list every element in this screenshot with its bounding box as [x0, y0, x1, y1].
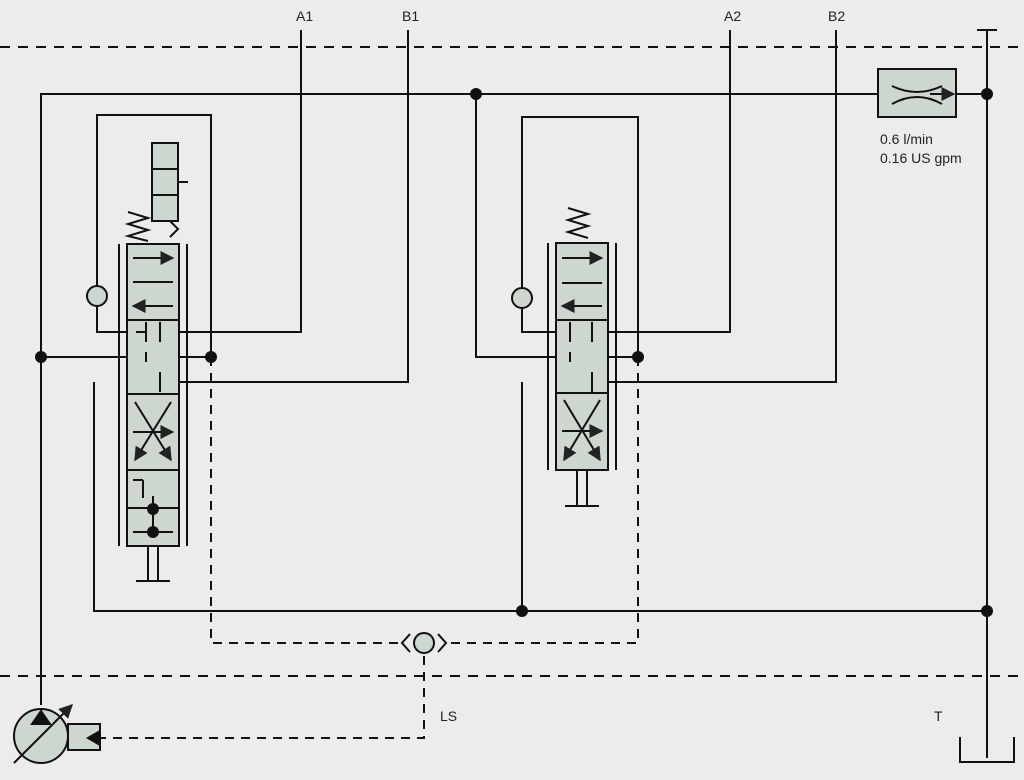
circuit-lines: [40, 30, 988, 758]
junction-dots: [35, 88, 993, 617]
port-label-t: T: [934, 708, 943, 724]
port-label-a2: A2: [724, 8, 741, 24]
junction-dot: [147, 503, 159, 515]
shuttle-valve-icon: [400, 632, 448, 654]
port-label-ls: LS: [440, 708, 457, 724]
port-label-b1: B1: [402, 8, 419, 24]
junction-dot: [147, 526, 159, 538]
directional-valve-2: [547, 207, 617, 507]
flow-restrictor-icon: [877, 68, 957, 118]
tank-icon: [959, 737, 1015, 763]
pilot-check-2: [511, 287, 533, 309]
orifice-flow-lpm: 0.6 l/min: [880, 131, 933, 147]
port-label-b2: B2: [828, 8, 845, 24]
pilot-check-1: [86, 285, 108, 307]
spring-icon: [124, 211, 152, 242]
orifice-flow-gpm: 0.16 US gpm: [880, 150, 962, 166]
load-sense-lines: [100, 357, 639, 739]
spring-icon: [564, 207, 592, 239]
port-label-a1: A1: [296, 8, 313, 24]
directional-valve-1: [118, 142, 188, 582]
variable-displacement-pump-icon: [13, 704, 101, 764]
